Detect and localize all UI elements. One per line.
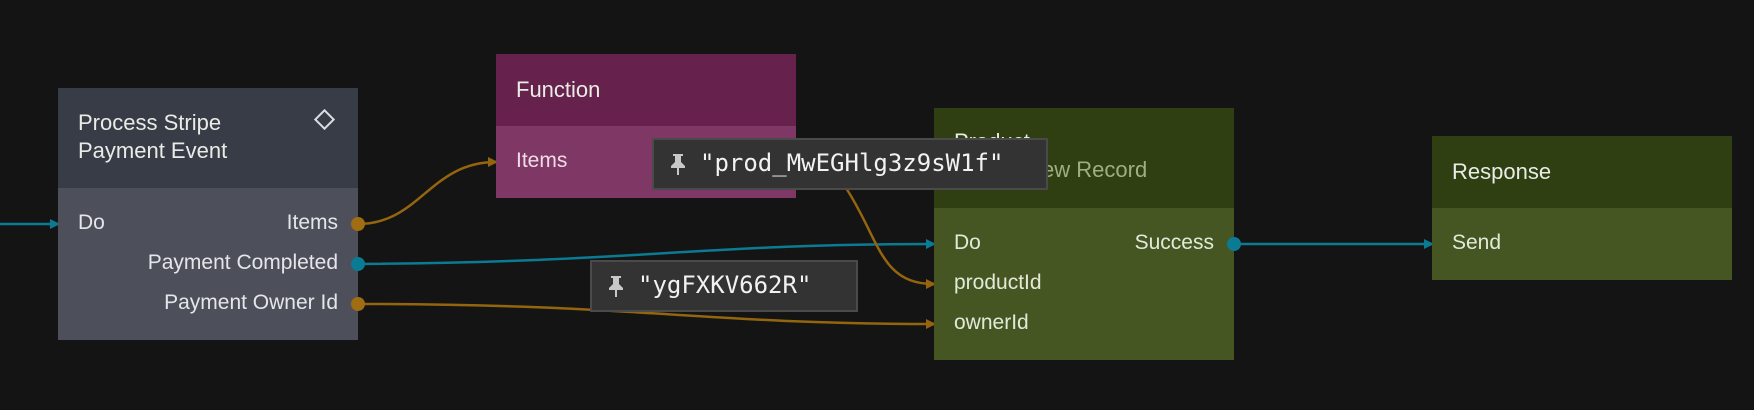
wire-function-to-productid[interactable] (844, 187, 936, 289)
output-port-payment-completed[interactable]: Payment Completed (147, 251, 338, 274)
node-body: Do Success productId ownerId (934, 208, 1234, 360)
output-port-success[interactable]: Success (1134, 231, 1214, 254)
node-process-stripe-payment-event[interactable]: Process Stripe Payment Event Do Items Pa… (58, 88, 358, 340)
pinned-value-product-id[interactable]: "prod_MwEGHlg3z9sW1f" (652, 138, 1048, 190)
pin-icon[interactable] (666, 152, 690, 176)
input-port-ownerid[interactable]: ownerId (954, 311, 1029, 334)
node-header[interactable]: Response (1432, 136, 1732, 208)
output-port-items[interactable]: Items (286, 211, 338, 234)
input-port-productid[interactable]: productId (954, 271, 1042, 294)
node-header[interactable]: Function (496, 54, 796, 126)
node-header[interactable]: Process Stripe Payment Event (58, 88, 358, 188)
node-title: Function (516, 77, 601, 102)
node-title-line2: Payment Event (78, 138, 228, 163)
input-port-items[interactable]: Items (516, 149, 568, 172)
pin-icon[interactable] (604, 274, 628, 298)
output-port-payment-owner-id[interactable]: Payment Owner Id (164, 291, 338, 314)
pinned-value-text: "prod_MwEGHlg3z9sW1f" (700, 149, 1004, 177)
input-port-send[interactable]: Send (1452, 231, 1502, 254)
node-body: Do Items Payment Completed Payment Owner… (58, 188, 358, 340)
pinned-value-text: "ygFXKV662R" (638, 271, 812, 299)
node-title: Response (1452, 159, 1552, 184)
wire-owner-id-to-ownerid[interactable] (357, 302, 936, 329)
pinned-value-owner-id[interactable]: "ygFXKV662R" (590, 260, 858, 312)
wire-items-to-function[interactable] (357, 157, 498, 226)
wire-payment-completed-to-do[interactable] (357, 239, 936, 266)
input-port-do[interactable]: Do (78, 211, 105, 234)
node-body: Send (1432, 208, 1732, 280)
node-title-line1: Process Stripe (78, 110, 222, 135)
input-port-do[interactable]: Do (954, 231, 981, 254)
node-response[interactable]: Response Send (1432, 136, 1732, 280)
